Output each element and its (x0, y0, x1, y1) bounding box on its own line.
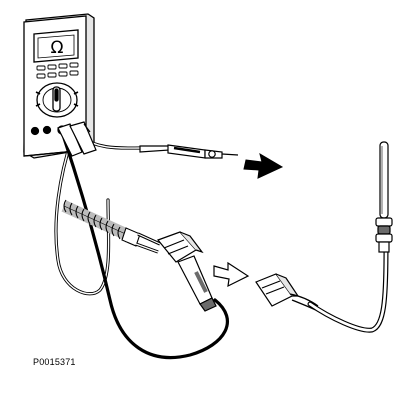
test-probe-icon (139, 144, 239, 159)
probe-plugs (57, 121, 97, 157)
coiled-cable (61, 200, 133, 242)
sensor-connector (255, 273, 321, 313)
temperature-sensor-icon (375, 141, 393, 253)
sensor-cable (307, 247, 389, 333)
direction-arrow-icon (243, 152, 284, 179)
plug-connector-icon (156, 231, 217, 312)
display-symbol: Ω (51, 38, 64, 58)
direction-arrow-icon (213, 261, 250, 288)
cable-end (121, 227, 161, 254)
figure-id-label: P0015371 (33, 357, 76, 367)
multimeter-icon (23, 13, 95, 159)
